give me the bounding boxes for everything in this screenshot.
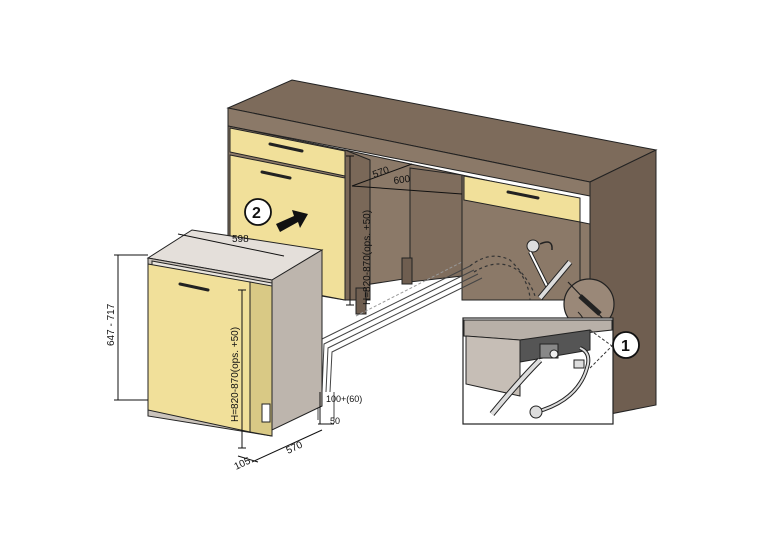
dishwasher xyxy=(146,229,324,437)
svg-text:2: 2 xyxy=(252,205,261,222)
water-tap-icon xyxy=(526,239,553,289)
niche-width-label: 600 xyxy=(393,174,411,187)
niche-height-label: H=820-870(ops. +50) xyxy=(362,210,373,305)
dashed-hoses xyxy=(469,255,536,301)
plinth-depth-label: 105 xyxy=(233,456,253,473)
drain-hose-icon xyxy=(537,260,573,300)
plinth-height-label: 100+(60) xyxy=(326,394,362,404)
niche-dimensions xyxy=(346,155,463,306)
niche-right-wall xyxy=(409,167,463,283)
connection-detail-inset xyxy=(462,317,614,425)
bottom-depth-label: 570 xyxy=(285,440,305,457)
door-edge xyxy=(249,281,273,437)
dishwasher-height-label: H=820-870(ops. +50) xyxy=(230,327,241,422)
cabinet-leg xyxy=(401,257,413,285)
left-top-drawer xyxy=(229,127,346,177)
step-2-badge: 2 xyxy=(244,198,272,226)
push-arrow-icon xyxy=(276,210,308,232)
dishwasher-side xyxy=(271,249,323,431)
right-drawer-handle xyxy=(506,190,540,200)
step-1-badge: 1 xyxy=(612,331,640,359)
right-drawer xyxy=(463,175,581,223)
dishwasher-dimensions xyxy=(114,233,334,463)
left-top-drawer-handle xyxy=(268,142,304,153)
dishwasher-plinth-bracket xyxy=(261,403,271,423)
dishwasher-height-range-label: 647 - 717 xyxy=(106,303,117,346)
dishwasher-width-label: 598 xyxy=(232,234,249,245)
left-door-handle xyxy=(260,170,292,180)
svg-text:1: 1 xyxy=(621,338,630,355)
leader-lines xyxy=(589,329,613,369)
dishwasher-door-handle xyxy=(178,282,210,292)
hose-gap-label: 50 xyxy=(330,416,340,426)
